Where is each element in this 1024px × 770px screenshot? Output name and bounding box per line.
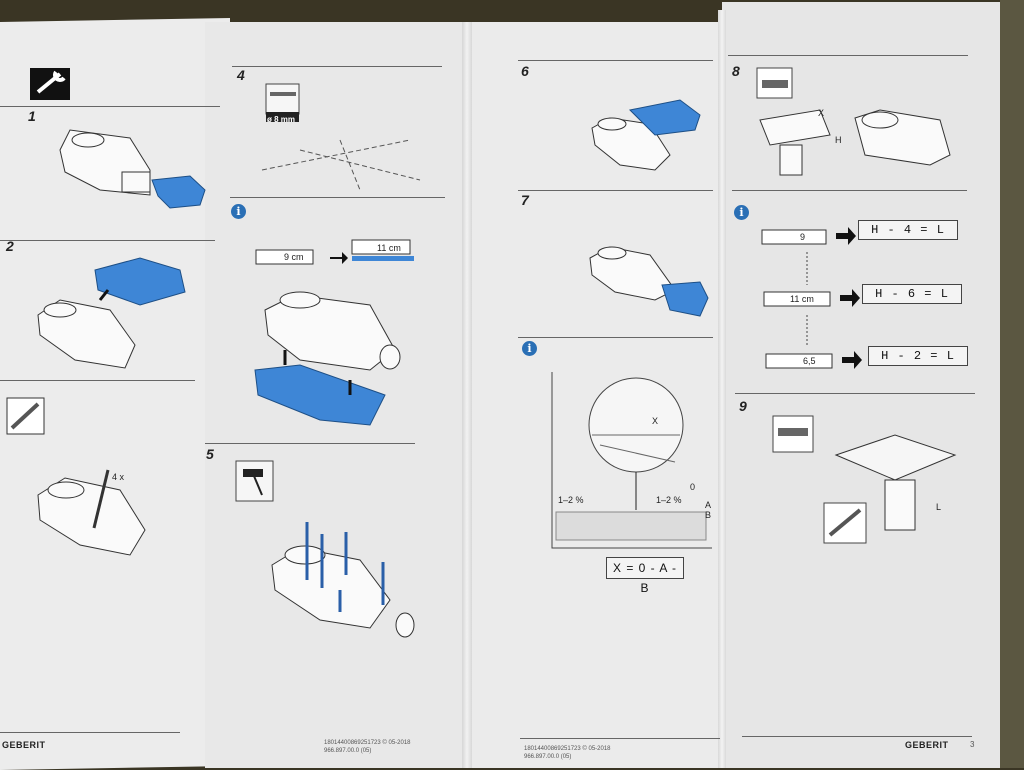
base-plate-blue	[254, 364, 386, 426]
divider	[518, 60, 713, 61]
step-number-8: 8	[732, 63, 740, 79]
dimension-9: 9	[800, 232, 806, 242]
divider	[0, 106, 220, 107]
document-code: 1801440086925172​3 © 05-2018	[524, 746, 611, 752]
divider	[735, 393, 975, 394]
divider	[205, 443, 415, 444]
drain-body-drawing	[37, 477, 146, 556]
dimension-11cm: 11 cm	[377, 243, 401, 253]
drill-size-label: ø 8 mm	[267, 115, 296, 124]
drain-body-drawing	[59, 129, 151, 196]
drill-icon	[265, 83, 300, 115]
b-label: B	[705, 510, 712, 520]
h-dimension-label: H	[835, 135, 842, 145]
step-number-4: 4	[237, 67, 245, 83]
divider	[728, 55, 968, 56]
drain-body-drawing	[271, 545, 415, 638]
footer-line	[742, 736, 972, 737]
divider	[518, 190, 713, 191]
divider	[0, 380, 195, 381]
x-label: X	[652, 416, 659, 426]
four-times-label: 4 x	[112, 472, 125, 482]
slope-right-label: 1–2 %	[656, 495, 682, 505]
step-number-1: 1	[28, 108, 36, 124]
step-number-7: 7	[521, 192, 529, 208]
info-icon: i	[734, 205, 749, 220]
formula-h-minus-6: H - 6 = L	[862, 284, 962, 304]
dimension-11cm-b: 11 cm	[790, 294, 814, 304]
drain-body-drawing	[759, 109, 951, 176]
info-icon: i	[522, 341, 537, 356]
grate-drawing	[834, 434, 957, 481]
info-icon: i	[231, 204, 246, 219]
drain-body-drawing	[589, 246, 676, 301]
document-number: 966.897.00.0 (05)	[524, 754, 572, 760]
step-number-5: 5	[206, 446, 214, 462]
step-number-6: 6	[521, 63, 529, 79]
l-dimension-label: L	[936, 502, 942, 512]
brand-logo-left: GEBERIT	[2, 740, 46, 750]
fold-shadow-2	[718, 10, 726, 768]
clip-blue	[151, 175, 206, 209]
formula-h-minus-2: H - 2 = L	[868, 346, 968, 366]
dimension-9cm: 9 cm	[284, 252, 304, 262]
divider	[518, 337, 713, 338]
formula-h-minus-4: H - 4 = L	[858, 220, 958, 240]
document-number: 966.897.00.0 (05)	[324, 748, 372, 754]
document-code: 1801440086925172​3 © 05-2018	[324, 740, 411, 746]
zero-label: 0	[690, 482, 696, 492]
fold-shadow-1	[462, 22, 472, 768]
formula-x: X = 0 - A - B	[606, 557, 684, 595]
hammer-icon	[235, 460, 274, 502]
footer-line	[0, 732, 180, 733]
page-number: 3	[970, 740, 975, 749]
x-dimension-label: X	[818, 108, 825, 118]
detail-circle	[588, 377, 684, 473]
step-number-2: 2	[6, 238, 14, 254]
clip-blue	[661, 281, 709, 317]
a-label: A	[705, 500, 712, 510]
drain-body-drawing	[37, 299, 136, 369]
slope-left-label: 1–2 %	[558, 495, 584, 505]
divider	[732, 190, 967, 191]
cover-blue	[628, 99, 701, 136]
screws	[305, 522, 385, 612]
divider	[230, 197, 445, 198]
footer-line	[520, 738, 720, 739]
divider	[0, 240, 215, 241]
divider	[232, 66, 442, 67]
brand-logo-right: GEBERIT	[905, 740, 949, 750]
cover-blue	[94, 257, 186, 306]
ground-strip-right	[1000, 0, 1024, 768]
dimension-6-5: 6,5	[803, 356, 816, 366]
drain-body-drawing	[264, 291, 401, 371]
step-number-9: 9	[739, 398, 747, 414]
